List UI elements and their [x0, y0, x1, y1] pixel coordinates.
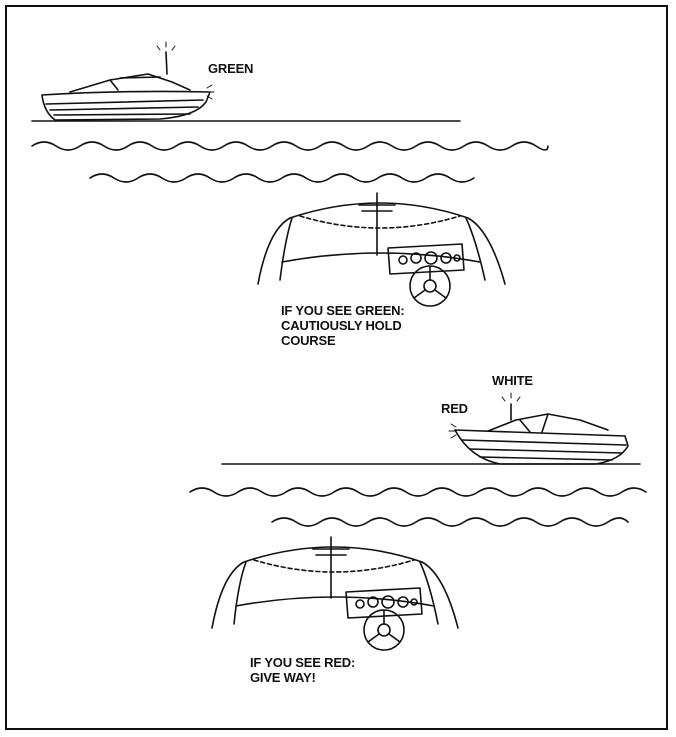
- top-wave-2: [89, 173, 475, 183]
- red-light-label: RED: [441, 401, 468, 416]
- top-boat-side-view: [41, 51, 211, 121]
- top-boat-white-light-rays: [156, 41, 176, 51]
- top-helm-view: [257, 192, 506, 307]
- white-light-label: WHITE: [492, 373, 533, 388]
- bottom-boat-side-view: [454, 403, 629, 465]
- bottom-boat-white-light-rays: [501, 392, 521, 402]
- red-light-rays: [448, 423, 457, 439]
- diagram-frame: [5, 5, 668, 730]
- green-light-rays: [206, 84, 215, 100]
- top-wave-1: [31, 141, 549, 151]
- green-light-label: GREEN: [208, 61, 254, 76]
- bottom-wave-1: [189, 487, 647, 497]
- bottom-helm-view: [211, 536, 459, 651]
- bottom-wave-2: [271, 517, 629, 527]
- red-instruction-text: IF YOU SEE RED: GIVE WAY!: [250, 655, 356, 685]
- green-instruction-text: IF YOU SEE GREEN: CAUTIOUSLY HOLD COURSE: [281, 303, 405, 348]
